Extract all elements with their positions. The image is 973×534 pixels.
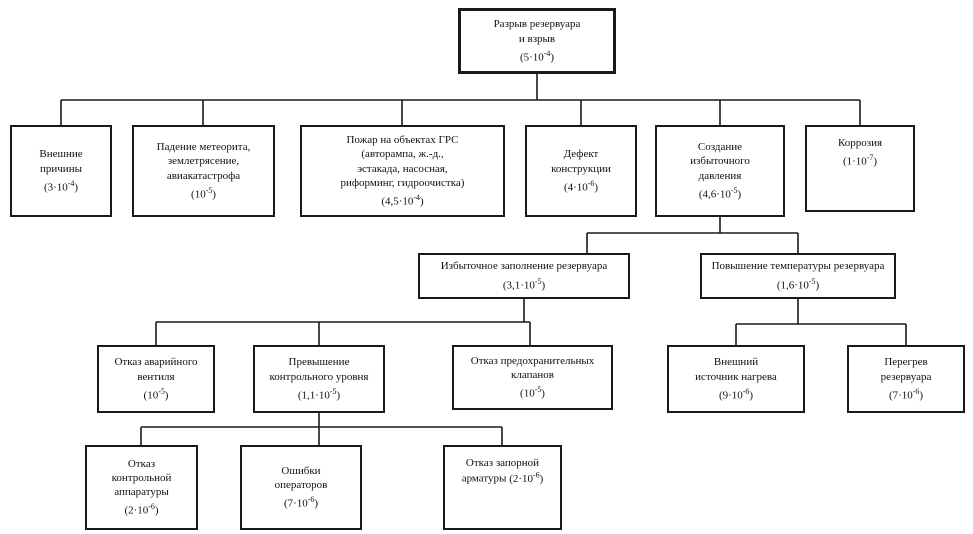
tree-node-corrosion: Коррозия (1·10-7) xyxy=(805,125,915,212)
node-label: Разрыв резервуара и взрыв xyxy=(493,18,581,45)
node-value: (2·10-6) xyxy=(509,470,544,485)
node-label: Ошибки операторов xyxy=(274,464,328,492)
node-label: Отказ контрольной аппаратуры xyxy=(111,457,172,499)
tree-node-external-heat-source: Внешний источник нагрева (9·10-6) xyxy=(667,345,805,413)
node-value: (10-5) xyxy=(143,386,169,402)
tree-node-tank-rupture-explosion: Разрыв резервуара и взрыв (5·10-4) xyxy=(458,8,616,74)
node-label: Повышение температуры резервуара xyxy=(711,260,885,273)
node-value: (1,6·10-5) xyxy=(776,276,820,292)
node-label: Перегрев резервуара xyxy=(880,356,932,383)
node-value: (10-5) xyxy=(520,385,545,400)
node-value: (2·10-6) xyxy=(124,502,159,518)
node-label: Избыточное заполнение резервуара xyxy=(440,260,608,273)
node-value: (1·10-7) xyxy=(842,153,878,168)
tree-node-emergency-valve-failure: Отказ аварийного вентиля (10-5) xyxy=(97,345,215,413)
node-label: Коррозия xyxy=(837,137,883,149)
node-label: Отказ запорной арматуры xyxy=(461,457,540,485)
node-label: Превышение контрольного уровня xyxy=(269,356,369,383)
tree-node-control-level-exceedance: Превышение контрольного уровня (1,1·10-5) xyxy=(253,345,385,413)
node-label: Создание избыточного давления xyxy=(690,141,750,182)
node-value: (1,1·10-5) xyxy=(297,386,341,402)
node-value: (4,5·10-4) xyxy=(381,193,424,208)
tree-node-shutoff-valve-failure: Отказ запорной арматуры (2·10-6) xyxy=(443,445,562,530)
tree-node-operator-errors: Ошибки операторов (7·10-6) xyxy=(240,445,362,530)
node-value: (3·10-4) xyxy=(43,178,79,194)
node-label: Внешний источник нагрева xyxy=(695,356,777,383)
node-value: (7·10-6) xyxy=(888,386,924,402)
tree-node-overpressure-creation: Создание избыточного давления (4,6·10-5) xyxy=(655,125,785,217)
tree-node-meteorite-earthquake-aircrash: Падение метеорита, землетрясение, авиака… xyxy=(132,125,275,217)
node-label: Внешние причины xyxy=(39,148,83,175)
tree-node-safety-valves-failure: Отказ предохранительных клапанов (10-5) xyxy=(452,345,613,410)
node-value: (10-5) xyxy=(191,185,216,201)
tree-connector-path xyxy=(60,74,907,445)
node-value: (5·10-4) xyxy=(519,48,555,64)
node-label: Дефект конструкции xyxy=(551,148,611,175)
node-value: (4·10-6) xyxy=(563,178,599,194)
tree-node-design-defect: Дефект конструкции (4·10-6) xyxy=(525,125,637,217)
node-value: (4,6·10-5) xyxy=(698,185,742,201)
tree-node-external-causes: Внешние причины (3·10-4) xyxy=(10,125,112,217)
tree-node-control-equipment-failure: Отказ контрольной аппаратуры (2·10-6) xyxy=(85,445,198,530)
tree-node-tank-temperature-rise: Повышение температуры резервуара (1,6·10-… xyxy=(700,253,896,299)
node-value: (3,1·10-5) xyxy=(502,276,546,292)
node-label: Отказ предохранительных клапанов xyxy=(470,354,595,382)
node-label: Падение метеорита, землетрясение, авиака… xyxy=(156,141,251,182)
node-label: Пожар на объектах ГРС (авторампа, ж.-д.,… xyxy=(340,133,465,189)
node-value: (9·10-6) xyxy=(718,386,754,402)
tree-node-tank-overfilling: Избыточное заполнение резервуара (3,1·10-… xyxy=(418,253,630,299)
tree-node-tank-overheating: Перегрев резервуара (7·10-6) xyxy=(847,345,965,413)
node-label: Отказ аварийного вентиля xyxy=(114,356,198,383)
tree-node-fire-at-grs-facilities: Пожар на объектах ГРС (авторампа, ж.-д.,… xyxy=(300,125,505,217)
node-value: (7·10-6) xyxy=(283,495,319,510)
